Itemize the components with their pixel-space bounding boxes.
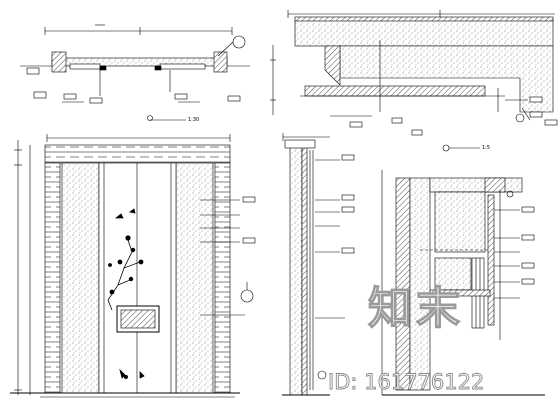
watermark: 知末 ID: 161776122 (328, 282, 485, 394)
enlarged-detail (381, 170, 545, 396)
door-elevation (10, 134, 256, 398)
section-detail-top (270, 10, 558, 152)
plan-detail (20, 24, 250, 121)
section-scale-label: 1:5 (482, 145, 490, 151)
watermark-brand: 知末 (368, 283, 464, 334)
watermark-id: ID: 161776122 (328, 370, 484, 394)
plan-scale-label: 1:30 (188, 117, 199, 123)
blossom-branch-ornament (107, 208, 145, 379)
door-section (282, 133, 355, 396)
